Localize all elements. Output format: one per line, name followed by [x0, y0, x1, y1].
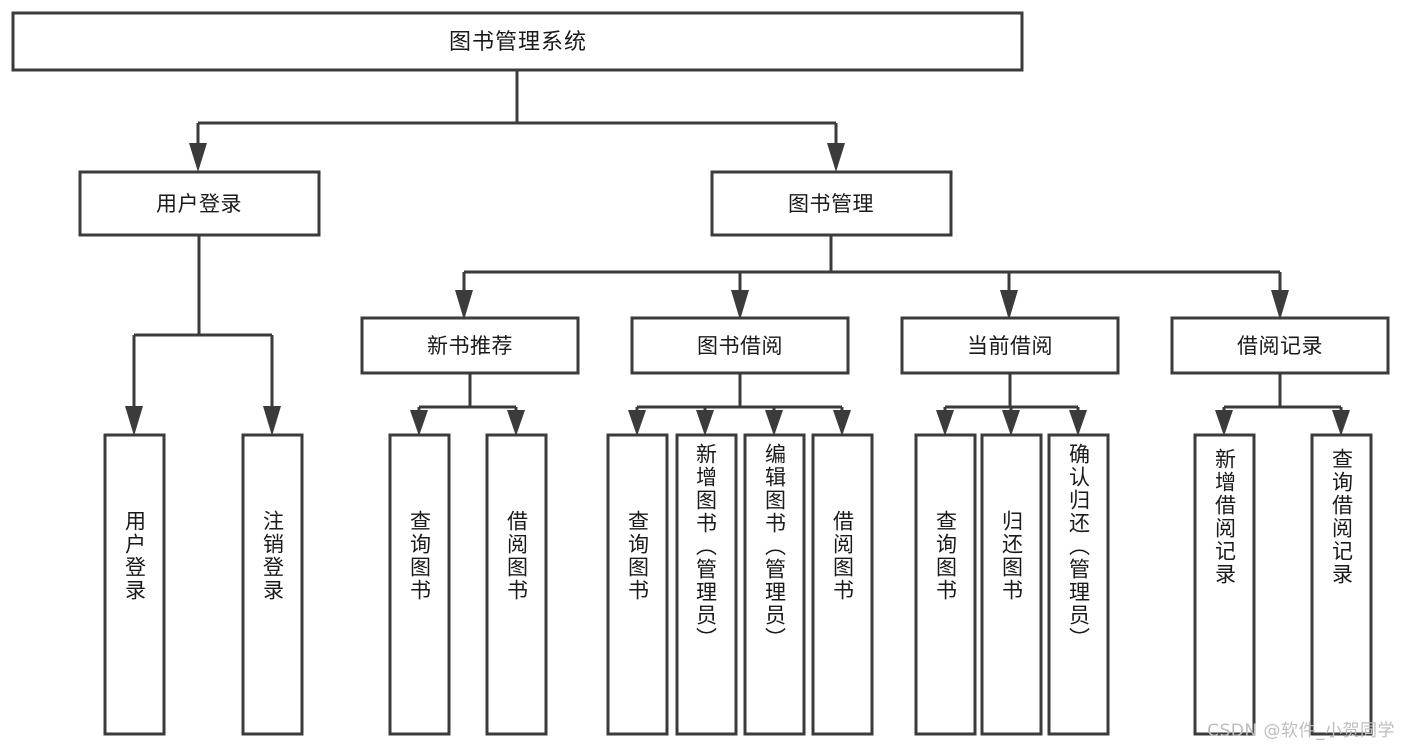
arrow-head-icon — [1271, 290, 1289, 320]
connector-bookmgmt-to-level2 — [455, 235, 1289, 320]
node-book-borrow[interactable]: 图书借阅 — [630, 316, 850, 375]
arrow-head-icon — [628, 410, 646, 436]
leaf-box-book-borrow-4[interactable] — [811, 433, 874, 736]
connector-newbook-to-leaves — [410, 373, 525, 436]
leaf-box-user-login-1[interactable] — [103, 433, 166, 736]
connector-bookborrow-to-leaves — [628, 373, 851, 436]
arrow-head-icon — [827, 143, 845, 172]
arrow-head-icon — [1000, 290, 1018, 320]
node-user-login[interactable]: 用户登录 — [78, 170, 321, 237]
arrow-head-icon — [936, 410, 954, 436]
connector-root-to-level1 — [189, 70, 845, 172]
node-book-management-label: 图书管理 — [788, 192, 874, 216]
node-root-system[interactable]: 图书管理系统 — [11, 11, 1024, 72]
arrow-head-icon — [410, 410, 428, 436]
arrow-head-icon — [189, 143, 207, 172]
connector-userlogin-to-leaves — [125, 235, 281, 436]
node-user-login-label: 用户登录 — [156, 192, 242, 216]
leaf-box-new-book-1[interactable] — [388, 433, 451, 736]
arrow-head-icon — [1069, 410, 1087, 436]
arrow-head-icon — [507, 410, 525, 436]
arrow-head-icon — [765, 410, 783, 436]
node-borrow-record[interactable]: 借阅记录 — [1170, 316, 1390, 375]
csdn-watermark: CSDN @软件_小贺同学 — [1207, 721, 1395, 741]
node-current-borrow[interactable]: 当前借阅 — [900, 316, 1120, 375]
arrow-head-icon — [263, 406, 281, 436]
node-borrow-record-label: 借阅记录 — [1237, 334, 1323, 358]
leaf-box-current-borrow-2[interactable] — [980, 433, 1043, 736]
leaf-box-book-borrow-1[interactable] — [606, 433, 669, 736]
arrow-head-icon — [731, 290, 749, 320]
leaf-box-book-borrow-3[interactable] — [743, 433, 806, 736]
arrow-head-icon — [1215, 410, 1233, 436]
node-current-borrow-label: 当前借阅 — [967, 334, 1053, 358]
connector-currentborrow-to-leaves — [936, 373, 1087, 436]
arrow-head-icon — [125, 406, 143, 436]
leaf-box-user-login-2[interactable] — [241, 433, 304, 736]
arrow-head-icon — [1002, 410, 1020, 436]
arrow-head-icon — [833, 410, 851, 436]
leaf-box-current-borrow-1[interactable] — [914, 433, 977, 736]
arrow-head-icon — [455, 290, 473, 320]
leaf-box-borrow-record-1[interactable] — [1193, 433, 1256, 736]
node-root-label: 图书管理系统 — [449, 30, 587, 55]
node-book-borrow-label: 图书借阅 — [697, 334, 783, 358]
node-new-book-recommend-label: 新书推荐 — [427, 334, 513, 358]
leaf-box-borrow-record-2[interactable] — [1310, 433, 1373, 736]
arrow-head-icon — [1332, 410, 1350, 436]
leaf-box-book-borrow-2[interactable] — [675, 433, 738, 736]
connector-borrowrecord-to-leaves — [1215, 373, 1350, 436]
node-book-management[interactable]: 图书管理 — [710, 170, 953, 237]
leaf-box-current-borrow-3[interactable] — [1047, 433, 1110, 736]
leaf-box-new-book-2[interactable] — [485, 433, 548, 736]
node-new-book-recommend[interactable]: 新书推荐 — [360, 316, 580, 375]
arrow-head-icon — [696, 410, 714, 436]
